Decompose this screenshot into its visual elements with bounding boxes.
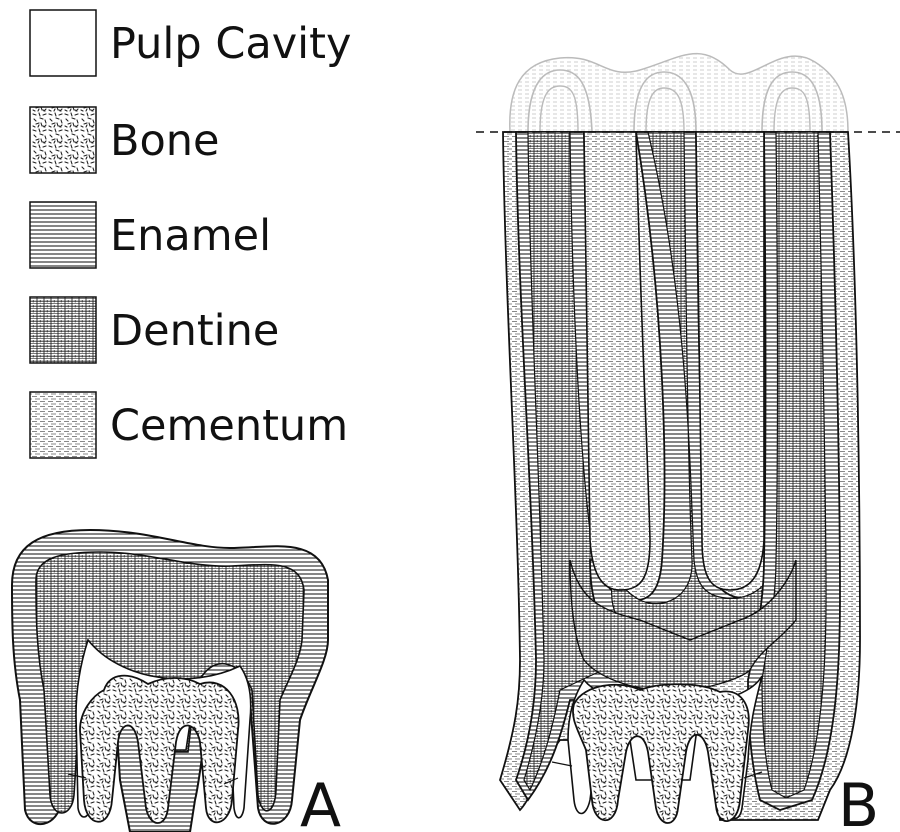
dentine-label: Dentine <box>110 306 279 356</box>
legend: Pulp Cavity Bone Enamel Dentine Cementum <box>30 10 351 458</box>
cementum-swatch <box>30 392 96 458</box>
legend-item-dentine: Dentine <box>30 297 279 363</box>
bone-swatch <box>30 107 96 173</box>
enamel-swatch <box>30 202 96 268</box>
panel-a-label: A <box>300 771 341 832</box>
legend-item-enamel: Enamel <box>30 202 271 268</box>
panel-b-worn-crown <box>510 54 848 132</box>
cementum-label: Cementum <box>110 401 348 451</box>
panel-a-bone <box>80 676 239 823</box>
panel-b-infold-right <box>696 132 764 590</box>
bone-label: Bone <box>110 116 220 166</box>
enamel-label: Enamel <box>110 211 271 261</box>
panel-b-ligament-left <box>552 762 572 766</box>
dentine-swatch <box>30 297 96 363</box>
pulp-cavity-label: Pulp Cavity <box>110 19 351 69</box>
pulp-cavity-swatch <box>30 10 96 76</box>
panel-b-label: B <box>838 771 879 832</box>
legend-item-bone: Bone <box>30 107 220 173</box>
panel-b-bone <box>573 684 749 823</box>
legend-item-cementum: Cementum <box>30 392 348 458</box>
panel-b-tooth: B <box>476 54 900 832</box>
legend-item-pulp-cavity: Pulp Cavity <box>30 10 351 76</box>
panel-a-tooth: A <box>12 530 341 832</box>
